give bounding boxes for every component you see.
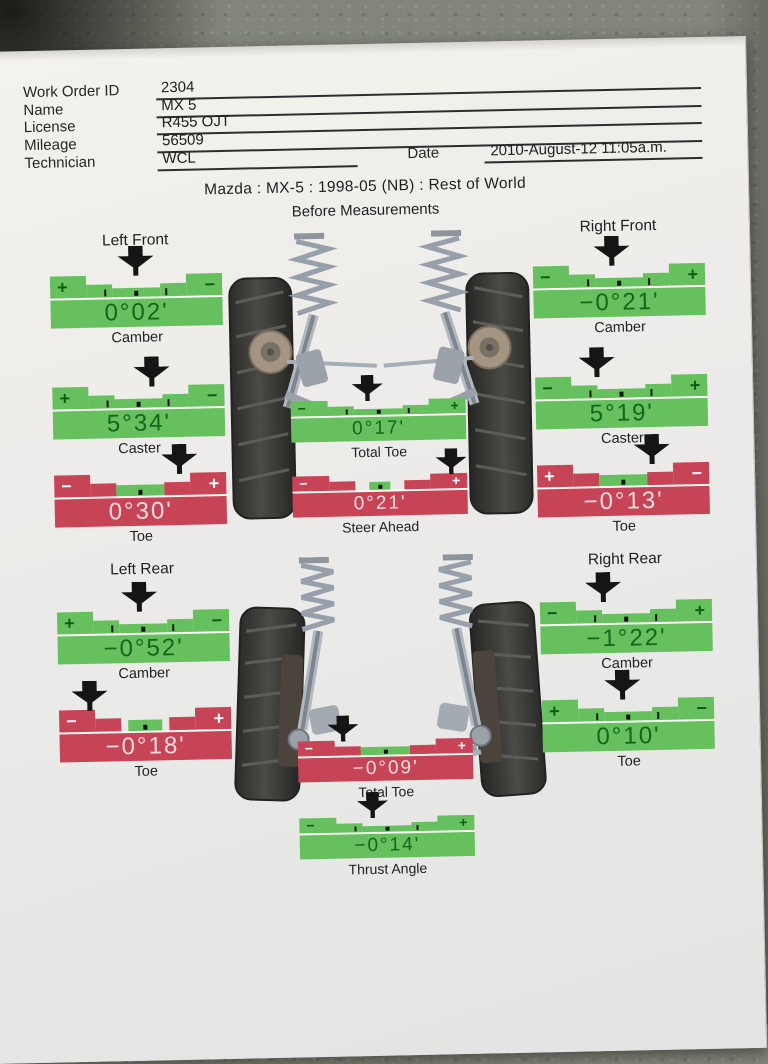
gauge-left-front-toe: − + 0°30' Toe [53, 443, 228, 547]
gauge-value: −0°52' [57, 632, 230, 665]
gauge-pointer-icon [352, 375, 384, 402]
field-label-technician: Technician [24, 153, 96, 173]
gauge-sign-left: − [299, 475, 308, 492]
gauge-pointer-icon [161, 444, 198, 475]
gauge-value: 0°17' [290, 414, 467, 443]
gauge-sign-left: + [63, 613, 75, 634]
gauge-label: Camber [594, 319, 647, 337]
field-value-name: MX 5 [161, 96, 197, 115]
gauge-label: Thrust Angle [348, 859, 428, 878]
field-value-license: R455 OJT [161, 112, 231, 132]
underline [156, 121, 702, 136]
paper-top-shadow [0, 36, 746, 63]
gauge-pointer-icon [121, 581, 158, 612]
field-label-license: License [23, 118, 76, 137]
gauge-pointer-icon [435, 448, 467, 475]
gauge-right-front-toe: + − −0°13' Toe [536, 433, 710, 537]
gauge-sign-right: + [213, 708, 225, 729]
gauge-label: Steer Ahead [342, 517, 420, 536]
gauge-sign-left: + [59, 388, 71, 409]
gauge-right-rear-toe: + − 0°10' Toe [541, 668, 715, 772]
gauge-sign-right: + [459, 814, 468, 831]
gauge-value: −0°21' [533, 286, 706, 319]
gauge-left-rear-camber: + − −0°52' Camber [56, 580, 230, 684]
gauge-sign-right: − [696, 697, 708, 719]
gauge-value: 0°02' [50, 297, 223, 329]
label-left-rear: Left Rear [109, 560, 175, 579]
gauge-value: 0°21' [292, 489, 468, 518]
gauge-sign-left: + [548, 701, 560, 722]
gauge-sign-left: − [65, 711, 77, 732]
gauge-sign-right: + [451, 472, 461, 489]
gauge-sign-left: − [61, 476, 73, 497]
gauge-sign-right: + [687, 264, 699, 285]
gauge-sign-right: + [689, 375, 701, 396]
gauge-steer-ahead: − + 0°21' Steer Ahead [292, 448, 469, 537]
gauge-value: −1°22' [540, 622, 713, 655]
field-value-mileage: 56509 [161, 131, 204, 150]
gauge-pointer-icon [357, 792, 389, 819]
underline [156, 104, 702, 119]
gauge-thrust-angle: − + −0°14' Thrust Angle [299, 790, 476, 879]
underline [156, 86, 702, 101]
label-right-rear: Right Rear [587, 549, 663, 569]
field-label-name: Name [23, 101, 64, 120]
gauge-sign-left: − [546, 603, 558, 624]
field-label-work-order: Work Order ID [22, 82, 120, 102]
gauge-value: 5°19' [535, 397, 709, 430]
gauge-right-rear-camber: − + −1°22' Camber [539, 570, 713, 674]
gauge-pointer-icon [634, 434, 671, 465]
gauge-value: −0°13' [537, 485, 710, 518]
gauge-left-rear-toe: − + −0°18' Toe [58, 678, 233, 782]
gauge-sign-right: − [206, 385, 218, 406]
gauge-sign-right: + [450, 397, 459, 414]
gauge-sign-left: − [539, 267, 551, 288]
gauge-sign-right: − [691, 463, 703, 484]
gauge-pointer-icon [327, 715, 359, 742]
field-label-mileage: Mileage [23, 136, 77, 155]
gauge-right-front-camber: − + −0°21' Camber [532, 234, 706, 338]
gauge-label: Toe [134, 763, 159, 780]
gauge-sign-left: + [543, 466, 555, 487]
gauge-value: 5°34' [52, 407, 226, 440]
gauge-value: 0°10' [542, 720, 715, 753]
gauge-sign-left: − [306, 817, 315, 834]
gauge-sign-left: − [542, 378, 554, 399]
gauge-pointer-icon [604, 669, 641, 700]
gauge-sign-left: + [56, 277, 68, 298]
gauge-value: −0°09' [298, 754, 474, 783]
gauge-label: Toe [612, 518, 637, 535]
gauge-pointer-icon [585, 572, 622, 603]
gauge-sign-right: + [694, 599, 706, 621]
gauge-label: Camber [111, 329, 164, 347]
gauge-sign-right: + [457, 737, 466, 754]
gauge-pointer-icon [71, 681, 108, 712]
gauge-sign-left: − [297, 400, 307, 417]
gauge-rear-total-toe: − + −0°09' Total Toe [297, 713, 474, 802]
gauge-pointer-icon [578, 347, 615, 378]
gauge-label: Toe [129, 528, 154, 546]
field-value-technician: WCL [162, 149, 196, 168]
gauge-value: 0°30' [54, 495, 228, 528]
field-value-work-order: 2304 [160, 78, 195, 97]
gauge-value: −0°14' [299, 831, 476, 860]
gauge-pointer-icon [133, 356, 170, 387]
gauge-pointer-icon [593, 235, 630, 266]
gauge-pointer-icon [117, 245, 154, 276]
gauge-value: −0°18' [59, 730, 233, 763]
gauge-sign-right: − [204, 274, 216, 295]
gauge-sign-left: − [304, 740, 314, 757]
gauge-label: Toe [617, 753, 642, 770]
field-label-date: Date [407, 144, 440, 163]
gauge-left-front-camber: + − 0°02' Camber [49, 244, 223, 348]
gauge-sign-right: + [208, 473, 220, 494]
gauge-sign-right: − [211, 610, 223, 631]
printed-report-sheet: Work Order ID 2304 Name MX 5 License R45… [0, 36, 768, 1064]
field-value-date: 2010-August-12 11:05a.m. [490, 138, 668, 160]
